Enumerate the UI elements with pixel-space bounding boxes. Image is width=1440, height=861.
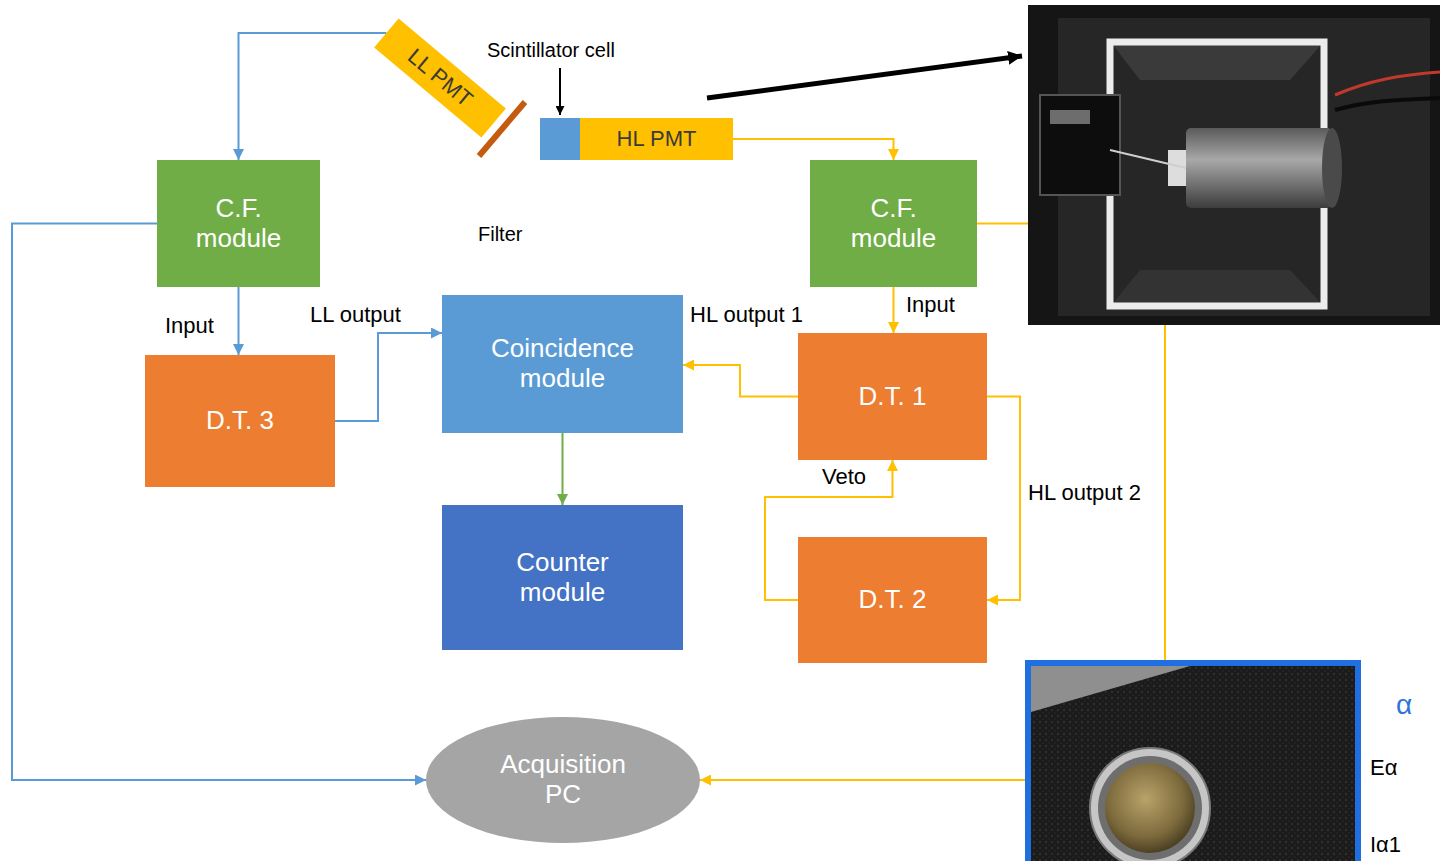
node-text: Counter module [498,548,628,608]
source-photo [1028,663,1358,861]
black-cable [1335,98,1440,110]
module-box: D.T. 3 [145,355,335,487]
signal-connector [239,33,387,160]
photo-surface [1031,666,1190,712]
pmt-base-tag [1050,110,1090,124]
leader-arrow [559,68,561,115]
module-box: C.F. module [157,160,320,287]
pc-ellipse: Acquisition PC [426,717,700,843]
signal-label: Input [165,313,214,339]
module-box: C.F. module [810,160,977,287]
module-box: Counter module [442,505,683,650]
part-label: Filter [478,222,522,246]
signal-connector [683,365,798,397]
node-text: D.T. 3 [206,406,274,436]
heading-fragment: α [1396,688,1412,722]
photo-pointer-arrow [707,56,1022,98]
pmt-box: LL PMT [374,18,506,137]
red-cable [1335,72,1440,95]
node-text: LL PMT [403,44,478,112]
photo-ground [1028,5,1440,325]
setup-photo [1028,5,1440,325]
signal-label: LL output [310,302,401,328]
pmt-body [1186,128,1332,208]
source-holder [1090,748,1210,861]
pmt-wire [1110,150,1186,168]
module-box: D.T. 2 [798,537,987,663]
signal-label: Veto [822,464,866,490]
signal-connector [12,224,426,781]
node-text: D.T. 1 [859,382,927,412]
signal-label: Input [906,292,955,318]
scintillator-cell [540,118,580,160]
signal-connector [335,333,442,421]
box-wall [1113,45,1321,80]
module-box: Coincidence module [442,295,683,433]
signal-connector [893,287,895,333]
alpha-source-disc [1105,763,1195,853]
signal-label: HL output 1 [690,302,803,328]
note-fragment: Iα1 [1370,832,1401,858]
signal-connector [238,287,240,355]
note-fragment: Eα [1370,755,1397,781]
part-label: Scintillator cell [487,38,615,62]
signal-connector [987,397,1020,601]
pmt-base [1040,95,1120,195]
signal-label: HL output 2 [1028,480,1141,506]
node-text: HL PMT [617,126,697,151]
node-text: Acquisition PC [488,750,638,810]
node-text: Coincidence module [478,334,648,394]
pmt-end [1322,128,1342,208]
signal-connector [562,433,564,505]
box-wall [1113,270,1321,303]
source-ring [1098,756,1202,860]
node-text: C.F. module [184,194,294,254]
module-box: D.T. 1 [798,333,987,460]
photo-frame [1028,663,1358,861]
node-text: D.T. 2 [859,585,927,615]
ellipse-shape [426,717,700,843]
pmt-box: HL PMT [580,118,733,160]
node-text: C.F. module [839,194,949,254]
signal-connector [733,139,894,160]
